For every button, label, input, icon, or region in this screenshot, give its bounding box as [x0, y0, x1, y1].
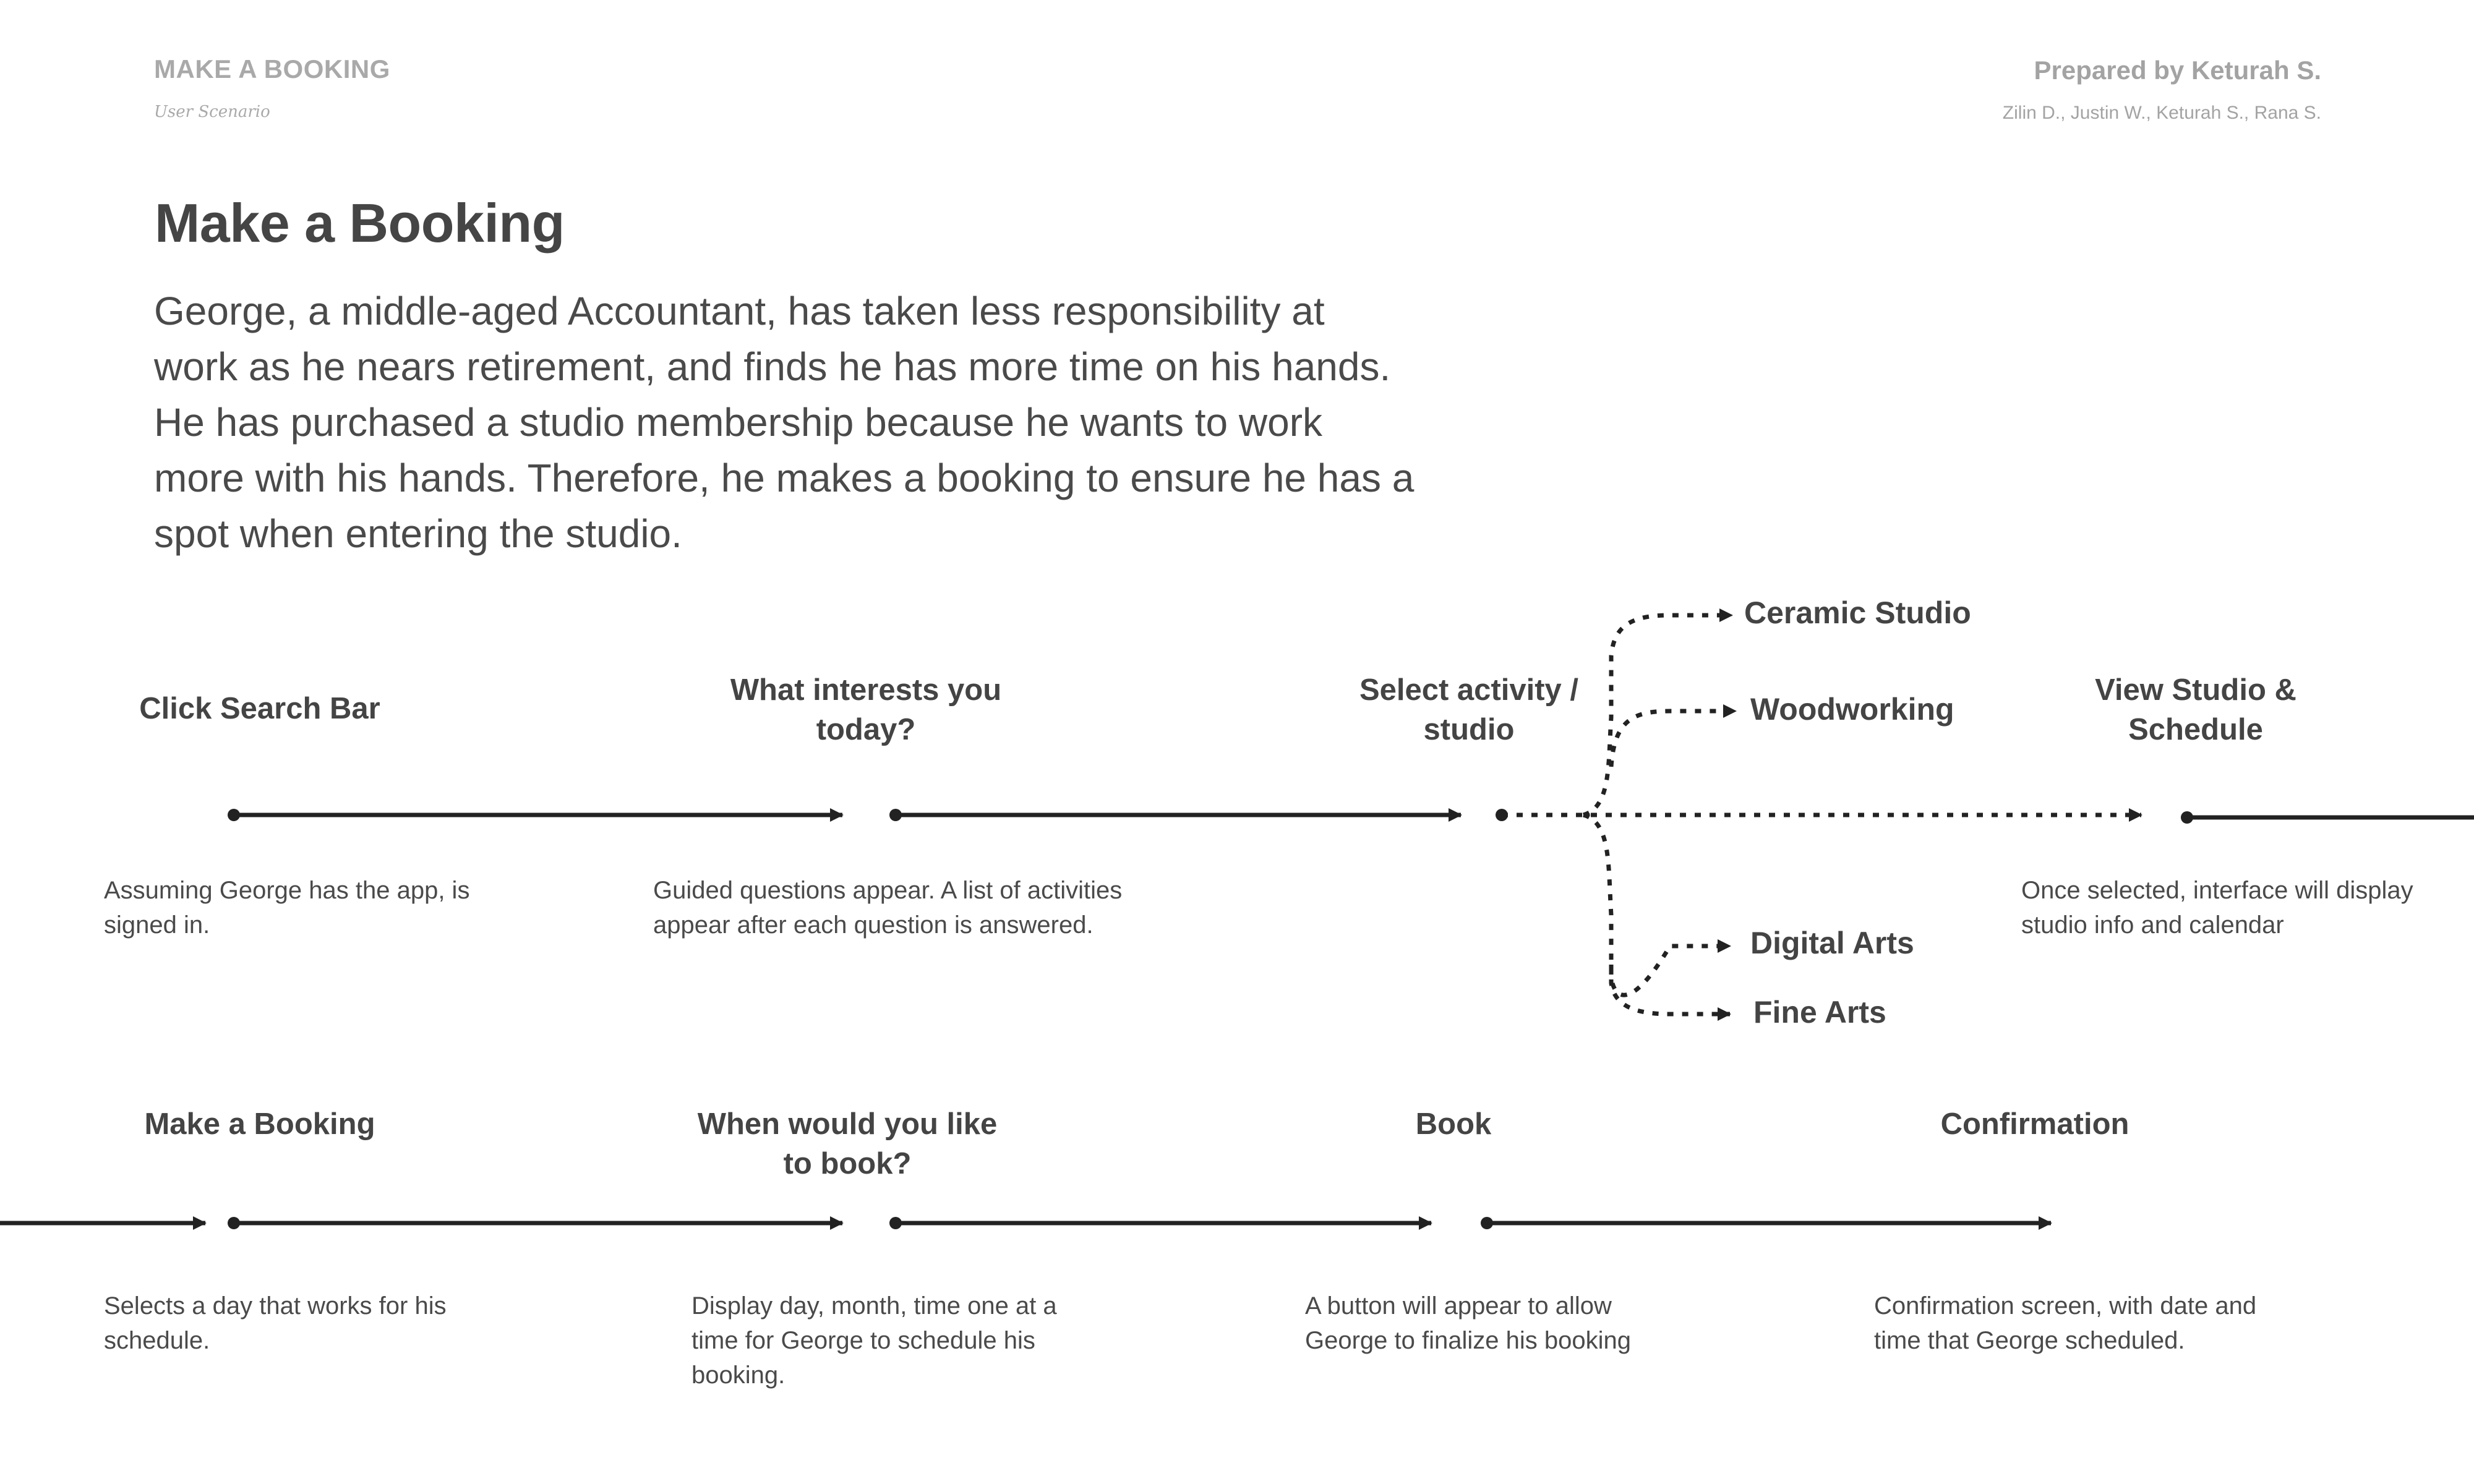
step-view-studio-schedule: View Studio & Schedule — [2095, 673, 2296, 746]
desc-view-studio-schedule: Once selected, interface will display st… — [2021, 877, 2413, 939]
step-when-would-you-like: When would you like to book? — [697, 1107, 998, 1180]
prepared-by: Prepared by Keturah S. — [2034, 56, 2321, 85]
header-subtitle: User Scenario — [154, 103, 270, 121]
option-woodworking: Woodworking — [1750, 692, 1954, 727]
row2-connector-3 — [1481, 1216, 2052, 1230]
page-title: Make a Booking — [155, 192, 565, 254]
team-members: Zilin D., Justin W., Keturah S., Rana S. — [2002, 103, 2321, 123]
desc-make-a-booking: Selects a day that works for his schedul… — [104, 1292, 447, 1354]
desc-when-would-you-like: Display day, month, time one at a time f… — [691, 1292, 1057, 1389]
header-title: MAKE A BOOKING — [154, 54, 390, 83]
step-book: Book — [1415, 1107, 1492, 1141]
row1-connector-2 — [889, 808, 1462, 822]
row1-branch — [1496, 608, 2142, 1021]
option-fine-arts: Fine Arts — [1753, 995, 1886, 1030]
row2-connector-1 — [228, 1216, 844, 1230]
option-digital-arts: Digital Arts — [1750, 926, 1914, 960]
row1-connector-4 — [2181, 811, 2474, 824]
step-confirmation: Confirmation — [1940, 1107, 2129, 1141]
step-select-activity: Select activity / studio — [1359, 673, 1579, 746]
scenario-text: George, a middle-aged Accountant, has ta… — [154, 289, 1415, 556]
desc-book: A button will appear to allow George to … — [1305, 1292, 1631, 1354]
row1-connector-1 — [228, 808, 844, 822]
desc-confirmation: Confirmation screen, with date and time … — [1874, 1292, 2257, 1354]
option-ceramic-studio: Ceramic Studio — [1744, 595, 1971, 630]
step-make-a-booking: Make a Booking — [144, 1107, 375, 1141]
step-what-interests-you: What interests you today? — [730, 673, 1002, 746]
row2-connector-2 — [889, 1216, 1432, 1230]
step-click-search-bar: Click Search Bar — [139, 692, 380, 725]
desc-what-interests-you: Guided questions appear. A list of activ… — [653, 877, 1123, 939]
desc-click-search-bar: Assuming George has the app, is signed i… — [104, 877, 470, 939]
